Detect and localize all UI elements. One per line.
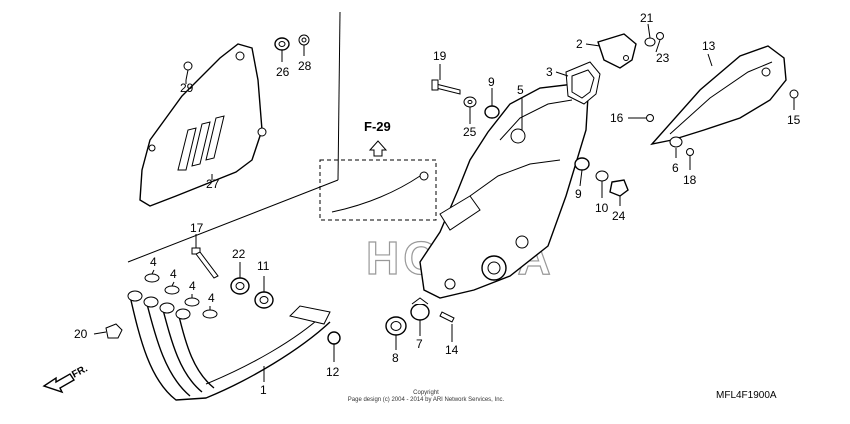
copyright-line-2: Page design (c) 2004 - 2014 by ARI Netwo… bbox=[348, 397, 505, 403]
bolt-23 bbox=[656, 32, 664, 40]
callout-20: 20 bbox=[74, 327, 88, 341]
callout-27: 27 bbox=[206, 177, 220, 191]
drawing-code: MFL4F1900A bbox=[716, 390, 777, 401]
nut-24 bbox=[609, 179, 629, 197]
bolt-15 bbox=[789, 89, 799, 99]
callout-4-a: 4 bbox=[150, 255, 157, 269]
front-direction-label: FR. bbox=[70, 363, 90, 380]
callout-16: 16 bbox=[610, 111, 624, 125]
callout-4-b: 4 bbox=[170, 267, 177, 281]
callout-14: 14 bbox=[445, 343, 459, 357]
reference-label: F-29 bbox=[364, 119, 391, 134]
divider-diagonal bbox=[127, 179, 339, 263]
gasket-4-a bbox=[144, 273, 160, 283]
muffler-5 bbox=[419, 83, 589, 299]
grommet-9-upper bbox=[484, 105, 500, 119]
clamp-7 bbox=[410, 297, 430, 321]
bolt-29 bbox=[183, 61, 193, 81]
callout-17: 17 bbox=[190, 221, 204, 235]
callout-3: 3 bbox=[546, 65, 553, 79]
callout-18: 18 bbox=[683, 173, 697, 187]
stud-bolt-17 bbox=[191, 247, 219, 279]
callout-9-upper: 9 bbox=[488, 75, 495, 89]
callout-22: 22 bbox=[232, 247, 246, 261]
callout-28: 28 bbox=[298, 59, 312, 73]
bolt-14 bbox=[439, 311, 455, 323]
cable bbox=[331, 175, 421, 213]
rubber-22 bbox=[230, 277, 250, 295]
callout-1: 1 bbox=[260, 383, 267, 397]
bolt-18 bbox=[686, 148, 694, 156]
grommet-6 bbox=[669, 136, 683, 148]
band-8 bbox=[385, 316, 407, 336]
bolt-19 bbox=[431, 79, 461, 95]
callout-6: 6 bbox=[672, 161, 679, 175]
callout-15: 15 bbox=[787, 113, 801, 127]
callout-25: 25 bbox=[463, 125, 477, 139]
callout-2: 2 bbox=[576, 37, 583, 51]
gasket-3 bbox=[565, 61, 601, 105]
nut-20 bbox=[105, 323, 123, 339]
nut-21 bbox=[644, 37, 656, 47]
collar-28 bbox=[298, 34, 310, 46]
callout-24: 24 bbox=[612, 209, 626, 223]
heat-shield-27 bbox=[139, 43, 267, 207]
callout-11: 11 bbox=[257, 259, 270, 273]
front-direction-arrow: FR. bbox=[42, 363, 90, 394]
copyright-line-1: Copyright bbox=[413, 390, 439, 396]
grommet-26 bbox=[274, 37, 290, 51]
reference-box bbox=[319, 159, 437, 221]
gasket-11 bbox=[254, 291, 274, 309]
callout-21: 21 bbox=[640, 11, 654, 25]
callout-4-c: 4 bbox=[189, 279, 196, 293]
reference-arrow bbox=[368, 140, 388, 157]
cable-fitting bbox=[419, 171, 429, 181]
callout-10: 10 bbox=[595, 201, 609, 215]
callout-29: 29 bbox=[180, 81, 194, 95]
divider-vertical bbox=[337, 11, 341, 181]
leader-lines bbox=[93, 23, 795, 382]
gasket-4-c bbox=[184, 297, 200, 307]
callout-23: 23 bbox=[656, 51, 670, 65]
callout-7: 7 bbox=[416, 337, 423, 351]
grommet-9-lower bbox=[574, 157, 590, 171]
callout-labels: 29 26 28 27 19 9 25 5 2 3 21 23 13 15 16… bbox=[74, 11, 801, 397]
gasket-4-b bbox=[164, 285, 180, 295]
exhaust-pipe-1 bbox=[127, 290, 331, 401]
callout-8: 8 bbox=[392, 351, 399, 365]
bolt-16 bbox=[646, 114, 654, 122]
washer-25 bbox=[463, 96, 477, 108]
callout-9-lower: 9 bbox=[575, 187, 582, 201]
callout-26: 26 bbox=[276, 65, 290, 79]
cover-2 bbox=[597, 33, 637, 69]
callout-5: 5 bbox=[517, 83, 524, 97]
side-cover-13 bbox=[650, 45, 787, 146]
callout-13: 13 bbox=[702, 39, 716, 53]
callout-12: 12 bbox=[326, 365, 340, 379]
callout-4-d: 4 bbox=[208, 291, 215, 305]
callout-19: 19 bbox=[433, 49, 447, 63]
bolt-12 bbox=[327, 331, 341, 345]
collar-10 bbox=[595, 170, 609, 182]
gasket-4-d bbox=[202, 309, 218, 319]
